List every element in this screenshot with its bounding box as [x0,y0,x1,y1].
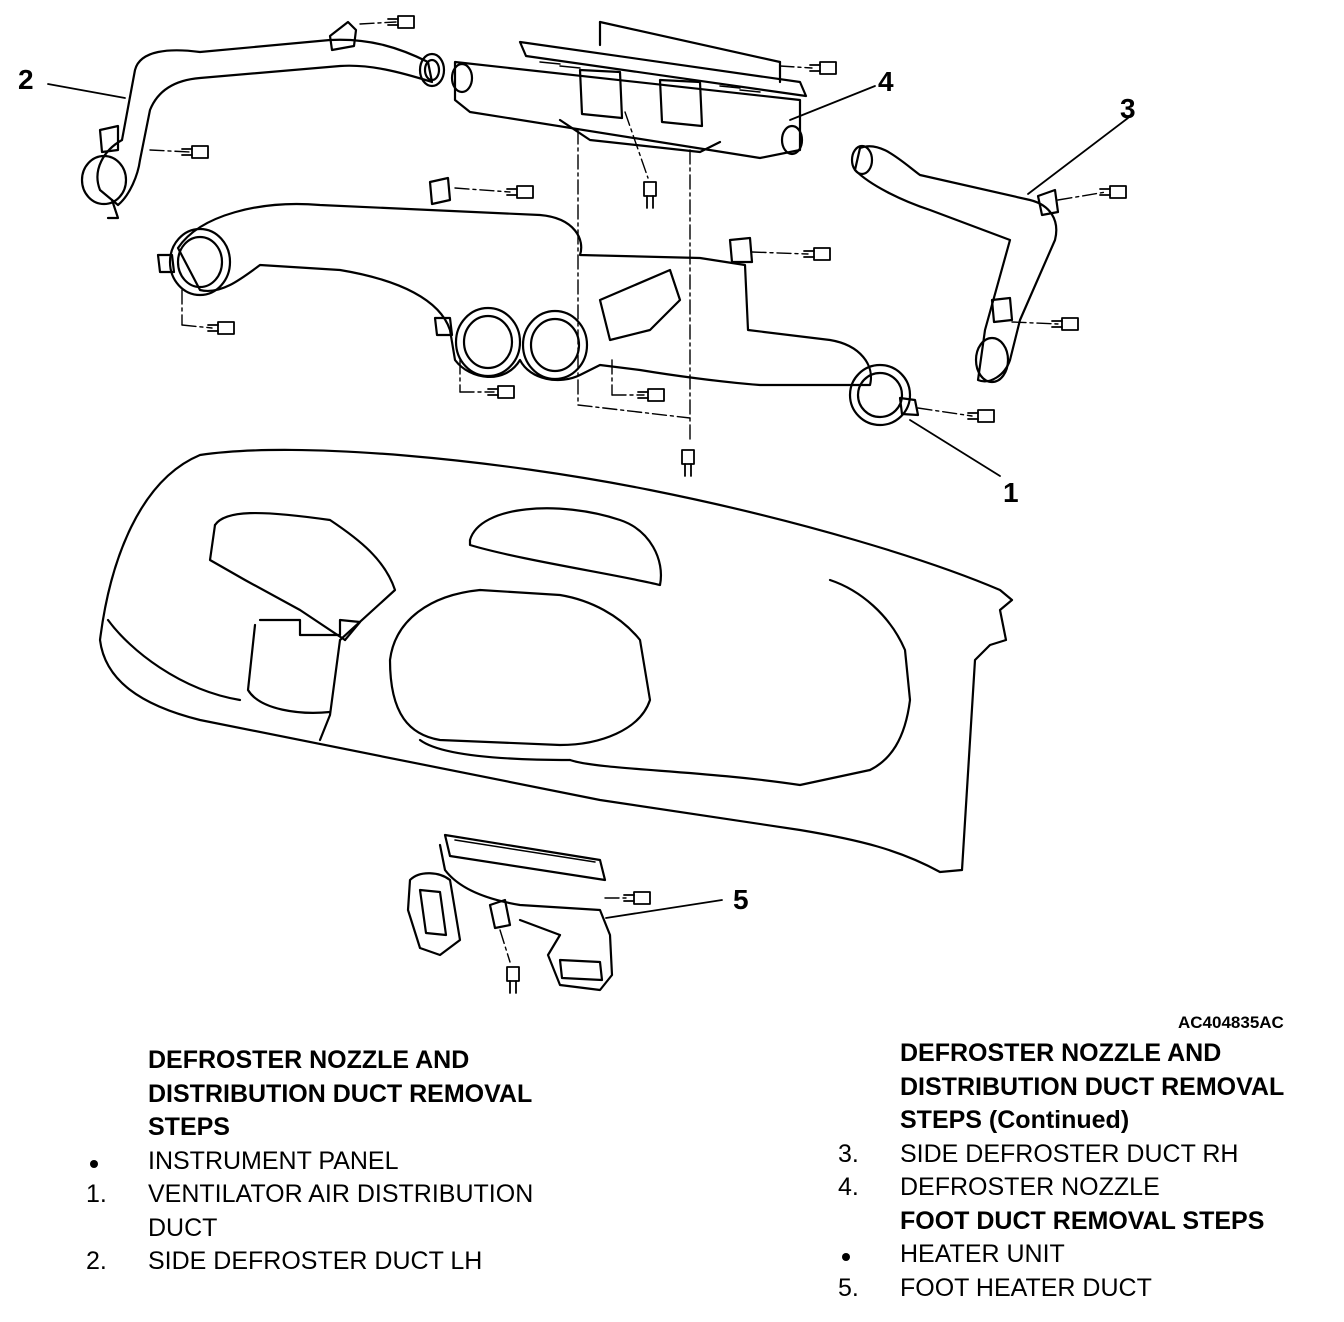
ventilator-air-distribution-duct [156,176,920,427]
step-label: SIDE DEFROSTER DUCT RH [900,1139,1239,1168]
right-heading-line-1: DEFROSTER NOZZLE AND [900,1039,1222,1067]
side-defroster-duct-lh [80,20,446,220]
step-label: DEFROSTER NOZZLE [900,1173,1160,1201]
step-label: SIDE DEFROSTER DUCT LH [148,1247,483,1275]
exploded-parts-diagram [47,15,1129,994]
callout-2: 2 [18,64,34,95]
right-heading-line-3: STEPS (Continued) [900,1106,1130,1134]
foot-heater-duct [406,833,614,992]
step-1: 1. VENTILATOR AIR DISTRIBUTION DUCT [86,1178,606,1245]
step-number: 4. [838,1173,859,1201]
left-steps-column: DEFROSTER NOZZLE AND DISTRIBUTION DUCT R… [86,1044,606,1279]
leader-lines [47,83,1129,919]
step-number: 1. [86,1180,107,1208]
right-heading-line-2: DISTRIBUTION DUCT REMOVAL [900,1072,1285,1101]
step-heater-unit: HEATER UNIT [838,1238,1338,1272]
step-4: 4. DEFROSTER NOZZLE [838,1171,1338,1205]
step-3: 3. SIDE DEFROSTER DUCT RH [838,1138,1338,1172]
figure-code: AC404835AC [1178,1013,1284,1032]
callout-1: 1 [1003,477,1019,508]
step-instrument-panel: INSTRUMENT PANEL [86,1145,606,1179]
right-steps-column: DEFROSTER NOZZLE AND DISTRIBUTION DUCT R… [838,1037,1338,1305]
bolts [181,15,1127,994]
step-label: HEATER UNIT [900,1240,1065,1268]
callout-4: 4 [878,66,894,97]
callout-3: 3 [1120,93,1136,124]
foot-duct-subheading: FOOT DUCT REMOVAL STEPS [900,1206,1265,1235]
left-heading-line-3: STEPS [148,1113,230,1141]
step-2: 2. SIDE DEFROSTER DUCT LH [86,1245,606,1279]
bullet-icon [842,1253,850,1261]
step-label: FOOT HEATER DUCT [900,1273,1152,1302]
left-heading-line-2: DISTRIBUTION DUCT REMOVAL [148,1079,533,1108]
step-number: 5. [838,1273,859,1302]
step-label: VENTILATOR AIR DISTRIBUTION DUCT [148,1180,534,1242]
callout-5: 5 [733,884,749,915]
instrument-panel [98,448,1014,874]
bullet-icon [90,1159,98,1168]
defroster-nozzle [450,20,808,160]
step-number: 3. [838,1139,859,1168]
step-number: 2. [86,1247,107,1275]
assembly-lines [149,21,1107,963]
step-label: INSTRUMENT PANEL [148,1146,399,1175]
step-5: 5. FOOT HEATER DUCT [838,1272,1338,1306]
side-defroster-duct-rh [850,144,1060,384]
left-heading-line-1: DEFROSTER NOZZLE AND [148,1046,470,1074]
